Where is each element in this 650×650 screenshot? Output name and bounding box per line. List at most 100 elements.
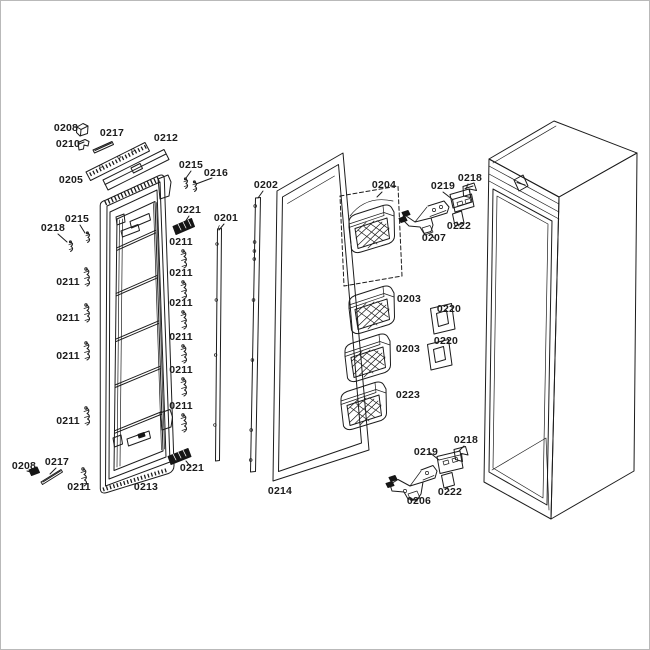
bracket-0218-bottom: [453, 446, 469, 462]
clip-0211: [83, 303, 91, 323]
clip-0211: [180, 344, 188, 364]
part-label-0201-12: 0201: [214, 212, 238, 224]
shim-0222-top: [452, 210, 465, 227]
part-label-0221-36: 0221: [180, 462, 204, 474]
mounting-strip-0202: [248, 197, 261, 473]
part-label-0208-0: 0208: [54, 122, 78, 134]
part-label-0218-32: 0218: [454, 434, 478, 446]
bin-0204-lid: [349, 199, 394, 217]
cap-0208-bottom: [28, 466, 40, 476]
clip-0211: [83, 406, 91, 426]
trim-bar-0212-tab: [130, 163, 143, 174]
door-shelf-rails: [114, 229, 163, 434]
part-label-0222-40: 0222: [438, 486, 462, 498]
part-label-0205-6: 0205: [59, 174, 83, 186]
trim-bar-0205: [85, 142, 150, 181]
part-label-0211-19: 0211: [56, 276, 80, 288]
cabinet-interior-floor: [491, 437, 550, 511]
fastener-clips: [28, 177, 198, 487]
door-right-rail: [153, 202, 165, 451]
strip-0217-bottom: [40, 469, 63, 485]
part-label-0211-17: 0211: [169, 236, 193, 248]
door-vent-lower: [120, 224, 140, 238]
part-label-0215-4: 0215: [179, 159, 203, 171]
leader-lines: [26, 170, 469, 502]
hinge-plate-0219-bottom: [436, 450, 464, 474]
part-label-0217-1: 0217: [100, 127, 124, 139]
strip-0217-top: [92, 141, 114, 154]
top-trim-parts: [76, 123, 170, 191]
part-label-0211-37: 0211: [67, 481, 91, 493]
part-label-0221-11: 0221: [177, 204, 201, 216]
hinge-top-pivot-pins: [398, 210, 411, 223]
part-label-0218-10: 0218: [458, 172, 482, 184]
cabinet-door-opening: [488, 188, 553, 506]
bin-assembly: [339, 185, 456, 431]
door-inner-frame: [108, 189, 167, 480]
part-label-0219-9: 0219: [431, 180, 455, 192]
pin-0218-left: [68, 240, 74, 252]
part-label-0211-27: 0211: [56, 350, 80, 362]
mounting-strip-0201: [213, 225, 222, 462]
refrigerator-cabinet: [483, 120, 638, 520]
part-label-0220-25: 0220: [434, 335, 458, 347]
door-top-gasket: [103, 176, 162, 206]
part-label-0219-33: 0219: [414, 446, 438, 458]
part-label-0207-16: 0207: [422, 232, 446, 244]
part-label-0206-41: 0206: [407, 495, 431, 507]
cabinet-top-face: [488, 120, 638, 198]
hinge-bottom-pivot-pins: [385, 475, 398, 488]
cabinet-right-face: [550, 152, 638, 520]
part-label-0218-14: 0218: [41, 222, 65, 234]
part-label-0212-2: 0212: [154, 132, 178, 144]
part-label-0211-23: 0211: [56, 312, 80, 324]
door-rail-tab-top-left: [115, 213, 126, 226]
plate-0221-top: [172, 218, 195, 235]
part-label-0211-21: 0211: [169, 297, 193, 309]
door-inner-panel: [113, 201, 164, 471]
trim-bar-0212: [102, 149, 170, 191]
cabinet-rail-latch: [513, 174, 529, 192]
clip-0211: [180, 413, 188, 433]
part-label-0211-24: 0211: [169, 331, 193, 343]
hinge-top-assembly: [398, 182, 477, 236]
part-label-0217-35: 0217: [45, 456, 69, 468]
plate-0221-bottom: [167, 448, 192, 465]
hinge-plate-0219-top-front: [452, 193, 475, 213]
part-label-0222-15: 0222: [447, 220, 471, 232]
part-label-0203-20: 0203: [397, 293, 421, 305]
part-label-0216-5: 0216: [204, 167, 228, 179]
bin-0203-upper: [348, 285, 395, 335]
shim-0222-bottom: [441, 472, 455, 489]
door-rail-tab-top-right: [157, 174, 172, 200]
bin-0204: [348, 204, 395, 254]
pin-0215-left: [85, 231, 91, 243]
door-rail-tab-bottom-right: [159, 409, 173, 431]
door-vent-upper: [129, 213, 151, 229]
door-bottom-gasket: [102, 468, 168, 492]
door-left-rail: [116, 218, 123, 468]
clip-0210: [77, 139, 90, 151]
part-label-0204-8: 0204: [372, 179, 396, 191]
part-label-0213-38: 0213: [134, 481, 158, 493]
part-label-0215-13: 0215: [65, 213, 89, 225]
pin-0215-right: [183, 177, 189, 189]
part-label-0211-30: 0211: [169, 400, 193, 412]
part-label-0220-22: 0220: [437, 303, 461, 315]
clip-0211: [180, 377, 188, 397]
part-label-0208-34: 0208: [12, 460, 36, 472]
door-seal-panel-0214: [272, 152, 370, 482]
bin-0204-dashed-box: [339, 185, 403, 287]
part-label-0211-31: 0211: [56, 415, 80, 427]
door-bottom-detail: [126, 430, 151, 447]
part-label-0223-29: 0223: [396, 389, 420, 401]
part-label-0211-28: 0211: [169, 364, 193, 376]
clip-0211: [180, 249, 188, 269]
part-label-0202-7: 0202: [254, 179, 278, 191]
cap-0208: [76, 123, 89, 137]
plates-0221: [167, 218, 195, 465]
hinge-plate-0219-top: [449, 188, 473, 209]
